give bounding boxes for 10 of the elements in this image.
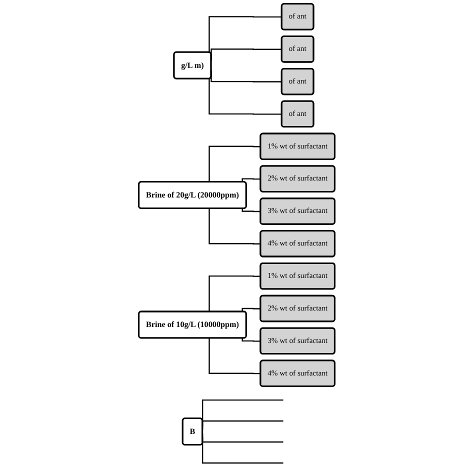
connector [208, 78, 282, 115]
connector [208, 146, 261, 182]
connector [208, 208, 261, 244]
connector [208, 338, 261, 374]
connector [242, 178, 261, 182]
connector [242, 338, 261, 342]
connector [242, 208, 261, 212]
connector [208, 16, 282, 52]
connector [208, 276, 261, 312]
connector [242, 308, 261, 312]
